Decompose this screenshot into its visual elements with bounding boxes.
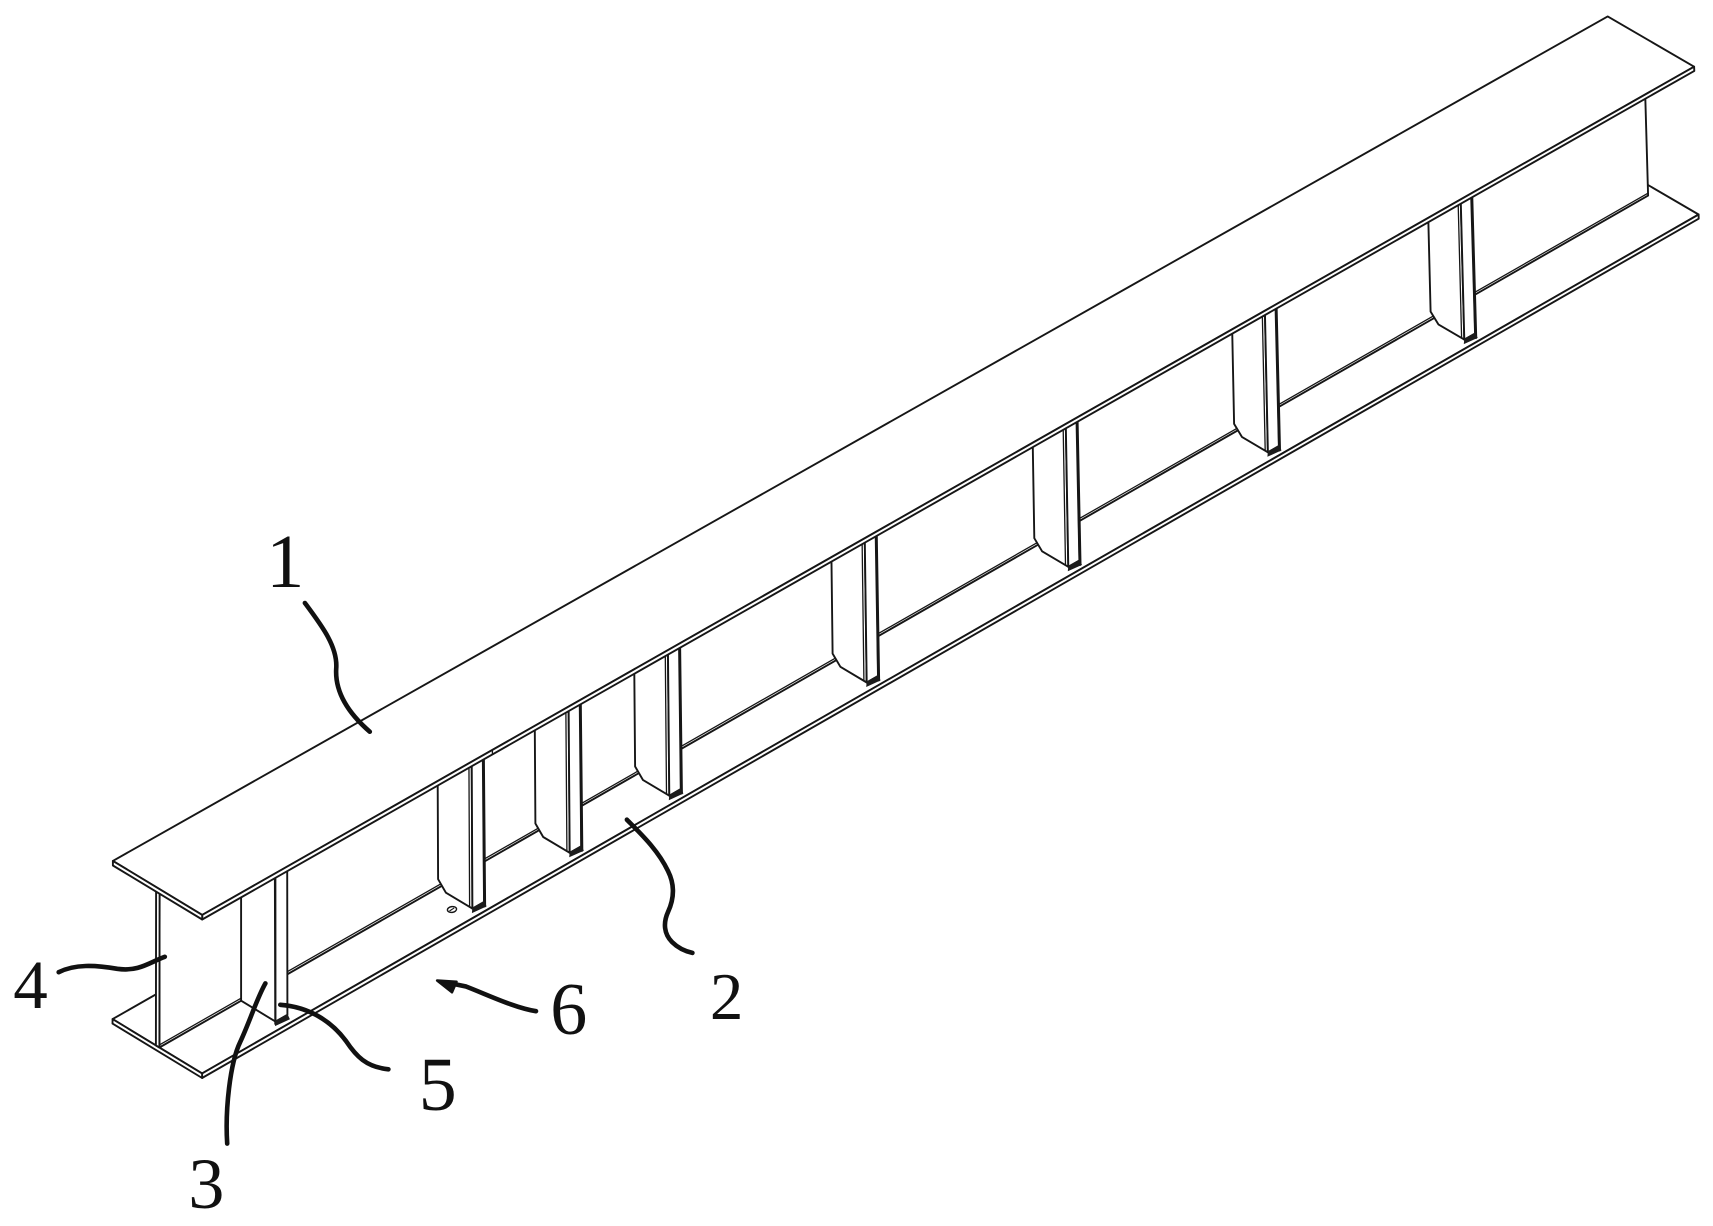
- svg-text:1: 1: [266, 520, 304, 604]
- svg-text:3: 3: [188, 1144, 224, 1221]
- svg-text:6: 6: [550, 969, 587, 1051]
- svg-text:4: 4: [13, 947, 48, 1023]
- svg-text:5: 5: [419, 1043, 457, 1127]
- svg-text:2: 2: [710, 960, 744, 1034]
